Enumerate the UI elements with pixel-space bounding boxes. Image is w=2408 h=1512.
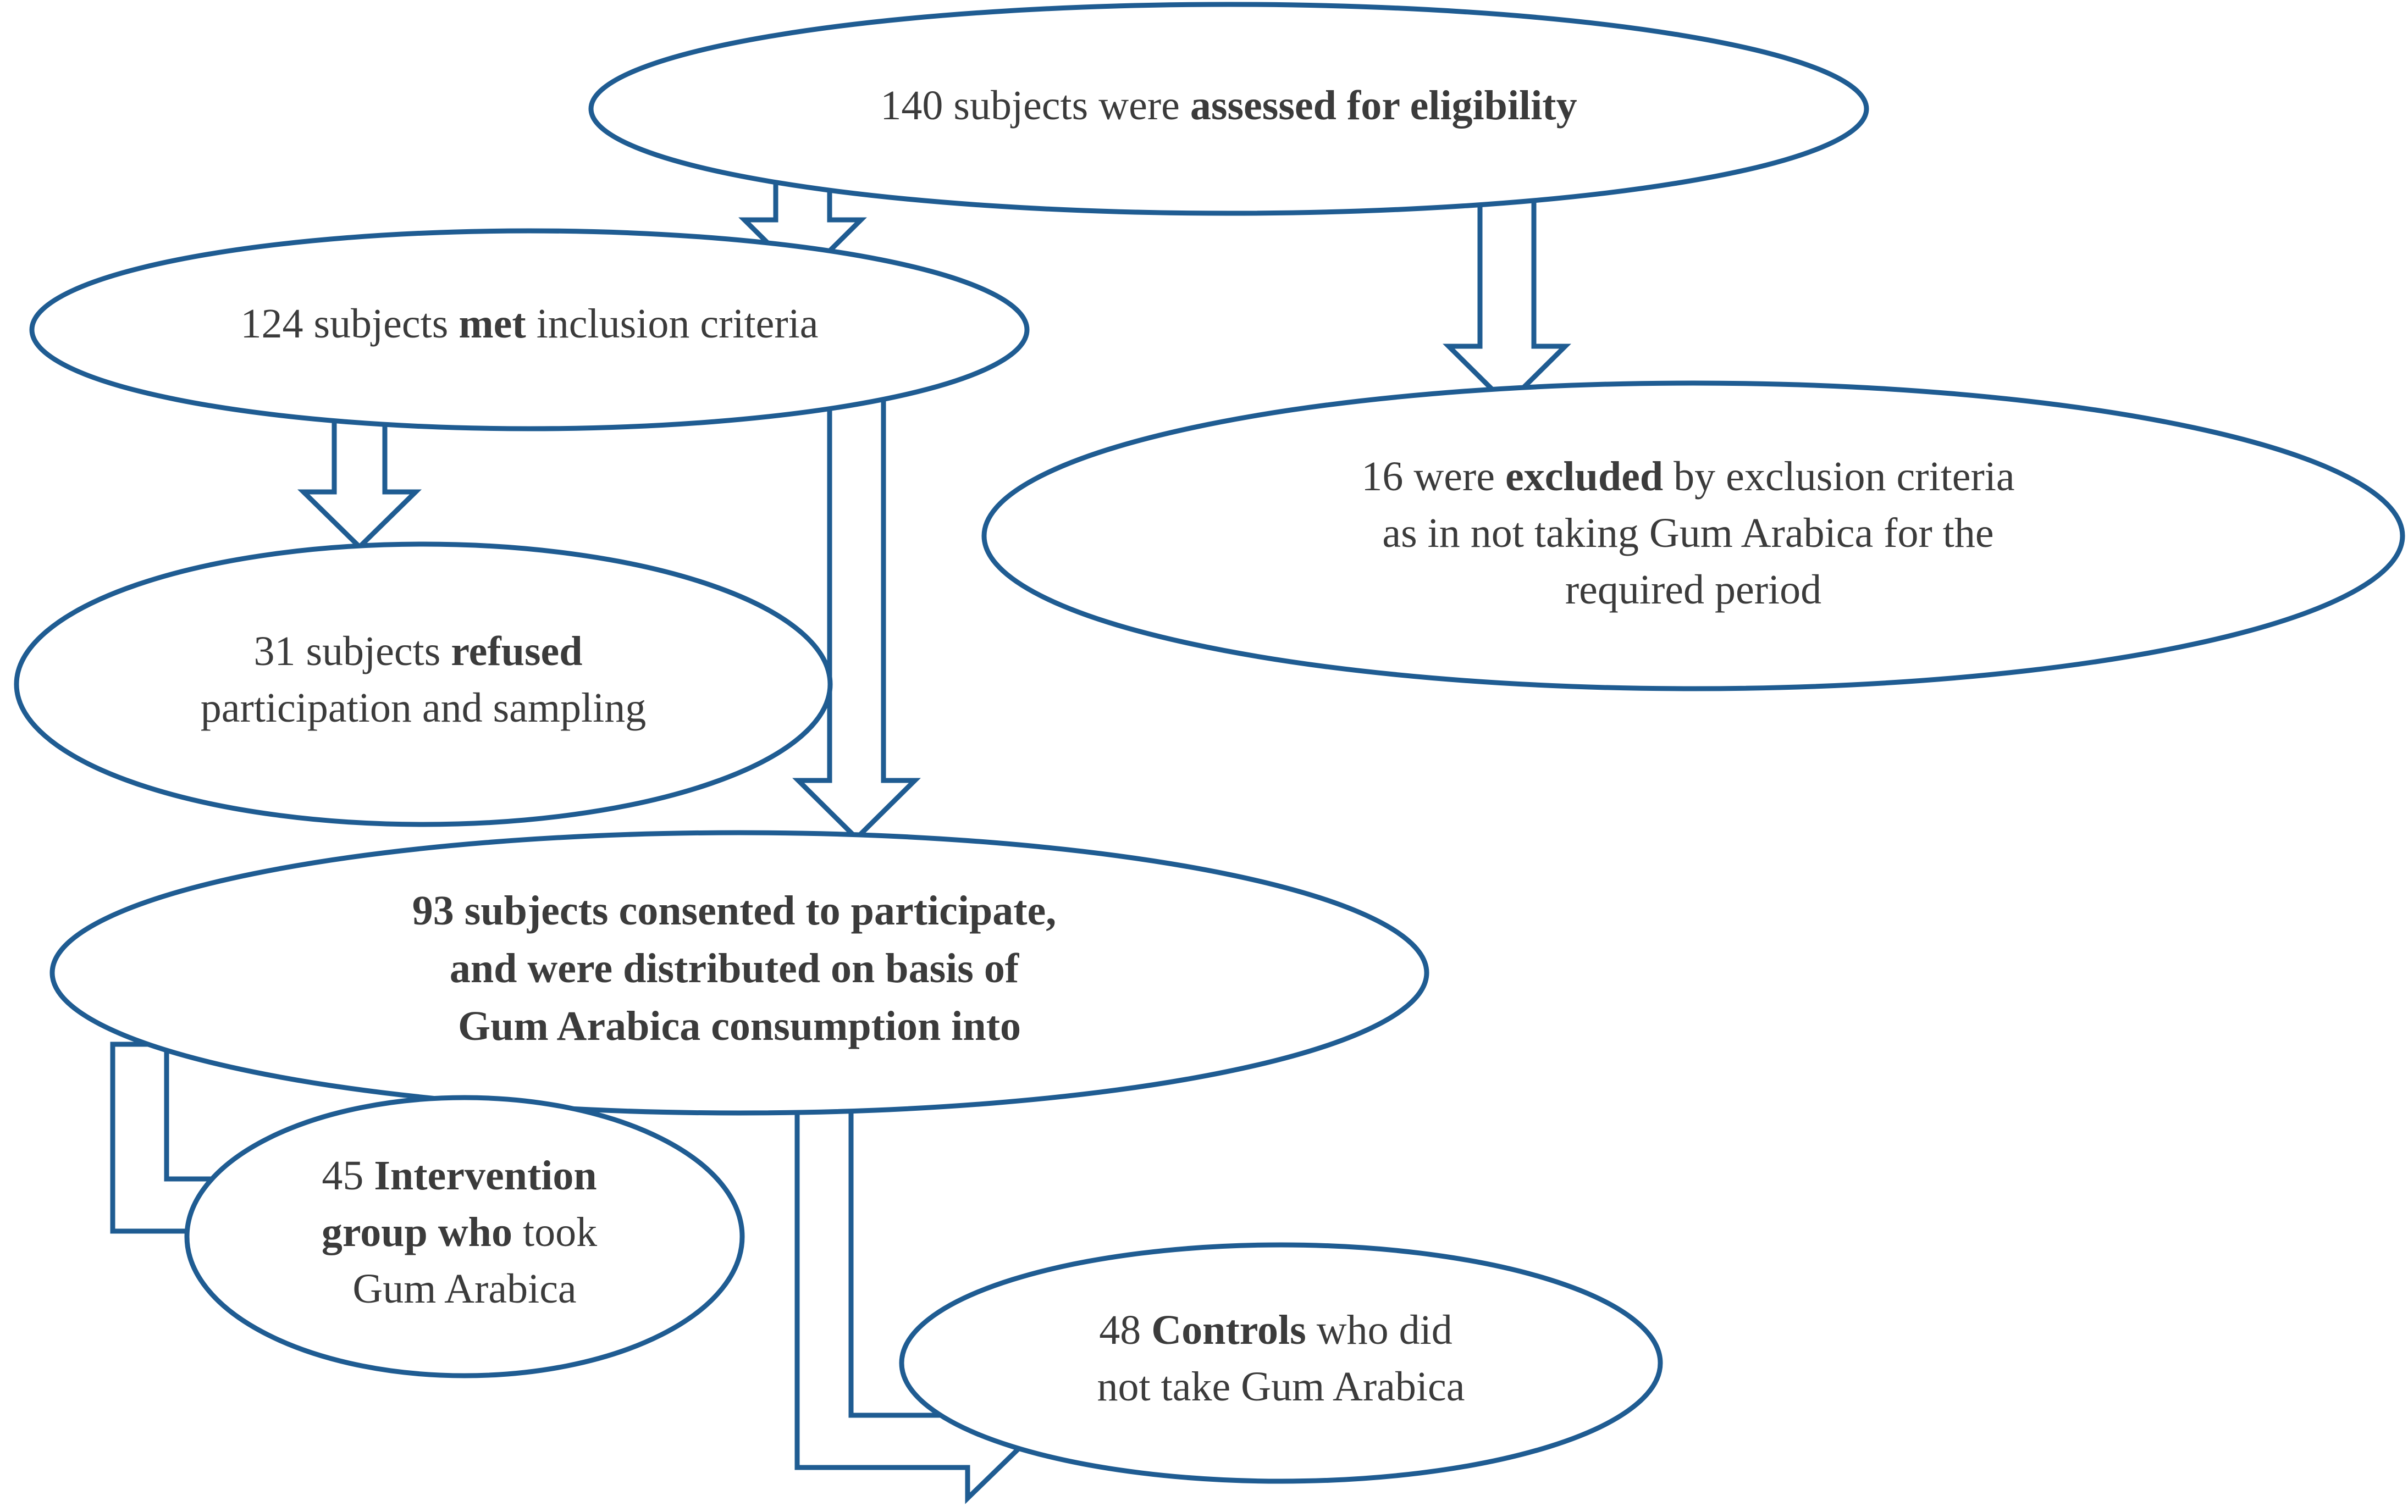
intervention-line-3: Gum Arabica: [352, 1266, 576, 1312]
ellipse-excluded: [981, 380, 2405, 691]
excluded-line-1: 16 were excluded by exclusion criteria: [1361, 453, 2014, 500]
included-line-1: 124 subjects met inclusion criteria: [240, 301, 818, 347]
label-controls: 48 Controls who did not take Gum Arabica: [1097, 1307, 1465, 1410]
consented-line-2: and were distributed on basis of: [450, 945, 1020, 992]
label-intervention: 45 Intervention group who took Gum Arabi…: [322, 1153, 607, 1312]
controls-line-1: 48 Controls who did: [1099, 1307, 1452, 1353]
label-excluded: 16 were excluded by exclusion criteria a…: [1361, 453, 2025, 613]
assessed-line-1: 140 subjects were assessed for eligibili…: [880, 82, 1577, 129]
consented-line-1: 93 subjects consented to participate,: [412, 888, 1057, 934]
refused-line-1: 31 subjects refused: [253, 628, 582, 674]
label-assessed: 140 subjects were assessed for eligibili…: [880, 82, 1577, 129]
ellipse-intervention: [184, 1095, 745, 1378]
consented-line-3: Gum Arabica consumption into: [458, 1003, 1021, 1049]
label-refused: 31 subjects refused participation and sa…: [201, 628, 646, 731]
node-met-inclusion-criteria[interactable]: 124 subjects met inclusion criteria: [29, 228, 1030, 431]
ellipse-consented: [49, 830, 1429, 1116]
ellipse-assessed: [588, 2, 1869, 216]
ellipse-controls: [899, 1242, 1663, 1484]
node-excluded-by-criteria[interactable]: 16 were excluded by exclusion criteria a…: [981, 380, 2405, 691]
ellipse-included: [29, 228, 1030, 431]
label-included: 124 subjects met inclusion criteria: [240, 301, 818, 347]
ellipse-refused: [14, 541, 833, 827]
intervention-line-2: group who took: [322, 1209, 597, 1255]
excluded-line-3: required period: [1565, 567, 1821, 613]
connector-included-to-consented: [792, 363, 921, 842]
node-controls-group[interactable]: 48 Controls who did not take Gum Arabica: [899, 1242, 1663, 1484]
label-consented: 93 subjects consented to participate, an…: [412, 888, 1067, 1049]
excluded-line-2: as in not taking Gum Arabica for the: [1382, 510, 1993, 556]
node-consented-to-participate[interactable]: 93 subjects consented to participate, an…: [49, 830, 1429, 1116]
controls-line-2: not take Gum Arabica: [1097, 1364, 1465, 1410]
intervention-line-1: 45 Intervention: [322, 1153, 597, 1199]
node-intervention-group[interactable]: 45 Intervention group who took Gum Arabi…: [184, 1095, 745, 1378]
refused-line-2: participation and sampling: [201, 685, 646, 731]
node-refused-participation[interactable]: 31 subjects refused participation and sa…: [14, 541, 833, 827]
node-assessed-for-eligibility[interactable]: 140 subjects were assessed for eligibili…: [588, 2, 1869, 216]
